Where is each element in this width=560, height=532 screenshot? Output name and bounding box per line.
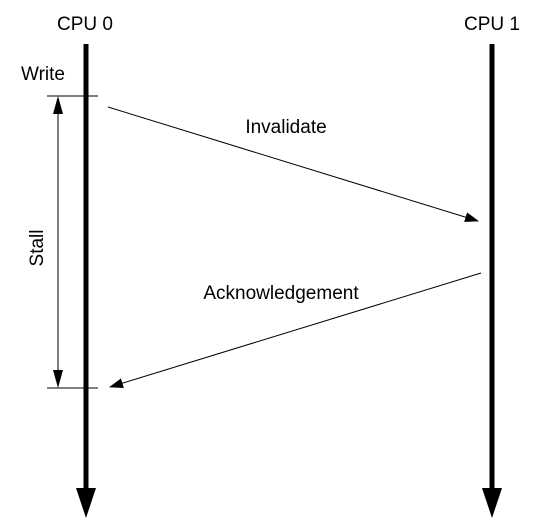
cpu0-timeline-arrowhead [76,488,96,518]
invalidate-arrow [107,106,479,222]
cpu0-timeline [76,44,96,518]
acknowledgement-label: Acknowledgement [203,283,359,304]
write-label: Write [21,64,65,85]
stall-label: Stall [27,230,48,267]
stall-interval-arrow [53,96,63,388]
invalidate-message [107,106,479,222]
cpu1-timeline-arrowhead [482,488,502,518]
cpu1-timeline [482,44,502,518]
acknowledgement-arrow [109,272,482,388]
cpu1-label: CPU 1 [464,14,520,35]
cpu0-label: CPU 0 [57,14,113,35]
stall-arrowhead-top [53,96,63,114]
acknowledgement-message [109,272,482,388]
stall-arrowhead-bottom [53,370,63,388]
invalidate-label: Invalidate [245,117,326,138]
